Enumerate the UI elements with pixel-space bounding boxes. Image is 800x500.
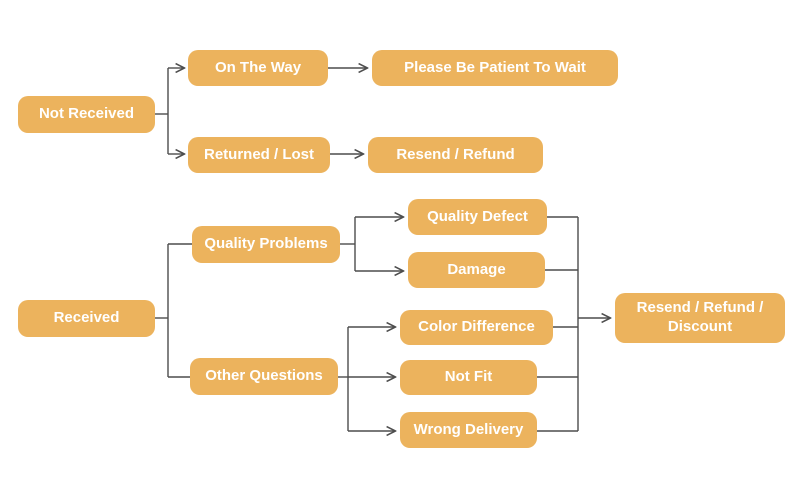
node-color-difference: Color Difference — [400, 310, 553, 345]
node-other-questions: Other Questions — [190, 358, 338, 395]
node-returned-lost: Returned / Lost — [188, 137, 330, 173]
node-wrong-delivery: Wrong Delivery — [400, 412, 537, 448]
node-please-be-patient-to-wait: Please Be Patient To Wait — [372, 50, 618, 86]
node-resend-refund-discount: Resend / Refund / Discount — [615, 293, 785, 343]
node-quality-defect: Quality Defect — [408, 199, 547, 235]
node-not-fit: Not Fit — [400, 360, 537, 395]
node-on-the-way: On The Way — [188, 50, 328, 86]
node-quality-problems: Quality Problems — [192, 226, 340, 263]
node-not-received: Not Received — [18, 96, 155, 133]
node-damage: Damage — [408, 252, 545, 288]
node-received: Received — [18, 300, 155, 337]
node-resend-refund: Resend / Refund — [368, 137, 543, 173]
